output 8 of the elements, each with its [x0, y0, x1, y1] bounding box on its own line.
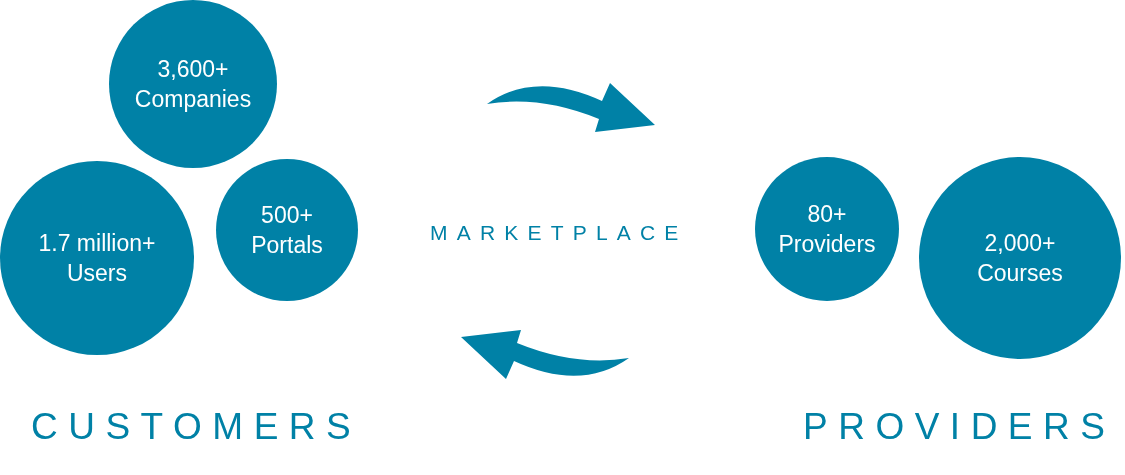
stat-text: 80+ Providers [777, 200, 877, 259]
stat-text: 2,000+ Courses [976, 229, 1064, 288]
center-label: MARKETPLACE [430, 222, 688, 243]
group-heading: CUSTOMERS [31, 408, 362, 445]
stat-text: 500+ Portals [250, 201, 324, 260]
group-heading: PROVIDERS [803, 408, 1116, 445]
stat-text: 1.7 million+ Users [37, 229, 157, 288]
stat-text: 3,600+ Companies [133, 55, 253, 114]
